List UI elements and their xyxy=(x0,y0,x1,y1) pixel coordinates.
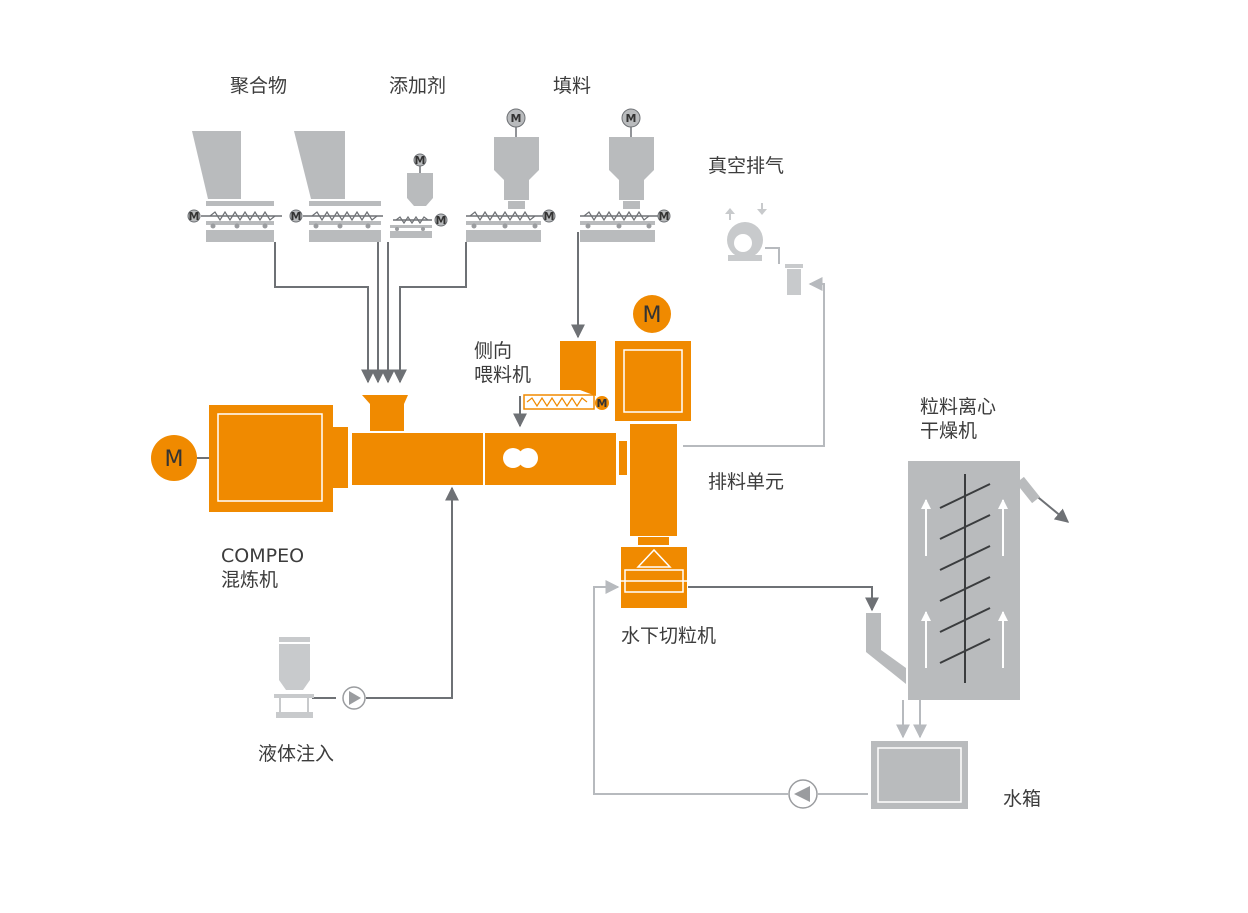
motor-small-filler-1-top: M xyxy=(506,108,526,128)
svg-text:M: M xyxy=(544,210,555,223)
label-additive: 添加剂 xyxy=(389,75,446,97)
discharge-unit: M xyxy=(615,295,691,545)
return-lines xyxy=(593,247,927,795)
label-dryer-line2: 干燥机 xyxy=(920,420,977,442)
label-side-feeder-line1: 侧向 xyxy=(474,340,512,362)
vacuum-separator-icon xyxy=(785,264,803,295)
label-dryer-line1: 粒料离心 xyxy=(920,396,996,418)
label-vacuum: 真空排气 xyxy=(708,155,784,177)
label-side-feeder-line2: 喂料机 xyxy=(474,364,531,386)
water-pump-icon xyxy=(788,779,818,809)
filler-feeder-1 xyxy=(466,126,547,242)
svg-text:M: M xyxy=(165,447,184,472)
svg-text:M: M xyxy=(189,210,200,223)
underwater-pelletizer xyxy=(618,547,690,608)
motor-small-filler-2-top: M xyxy=(621,108,641,128)
polymer-feeder-1 xyxy=(192,131,282,242)
additive-feeder xyxy=(390,160,433,238)
motor-small-filler-1-side: M xyxy=(542,209,556,223)
label-water-tank: 水箱 xyxy=(1003,788,1041,810)
svg-text:M: M xyxy=(291,210,302,223)
label-filler: 填料 xyxy=(553,75,591,97)
feed-lines xyxy=(274,232,1070,699)
svg-text:M: M xyxy=(626,112,637,125)
liquid-pump-icon xyxy=(342,686,366,710)
svg-text:M: M xyxy=(597,397,608,410)
label-compeo-line2: 混炼机 xyxy=(221,569,278,591)
motor-small-polymer-1: M xyxy=(187,209,201,223)
label-underwater-pelletizer: 水下切粒机 xyxy=(621,625,716,647)
label-polymer: 聚合物 xyxy=(230,75,287,97)
svg-text:M: M xyxy=(511,112,522,125)
svg-text:M: M xyxy=(415,154,426,167)
polymer-feeder-2 xyxy=(294,131,383,242)
label-discharge-unit: 排料单元 xyxy=(708,471,784,493)
label-liquid-injection: 液体注入 xyxy=(258,743,334,765)
vacuum-pump-icon xyxy=(725,203,767,261)
svg-text:M: M xyxy=(659,210,670,223)
motor-small-additive-side: M xyxy=(434,213,448,227)
motor-small-polymer-2: M xyxy=(289,209,303,223)
motor-small-filler-2-side: M xyxy=(657,209,671,223)
centrifugal-dryer xyxy=(866,461,1040,700)
water-tank xyxy=(871,741,968,809)
compeo-kneader: M xyxy=(151,395,627,512)
label-compeo-line1: COMPEO xyxy=(221,545,304,567)
svg-text:M: M xyxy=(643,303,662,328)
filler-feeder-2 xyxy=(580,126,662,242)
side-feeder: M xyxy=(523,341,609,410)
liquid-injection-tank xyxy=(274,637,314,718)
motor-small-additive-top: M xyxy=(413,153,427,167)
svg-text:M: M xyxy=(436,214,447,227)
